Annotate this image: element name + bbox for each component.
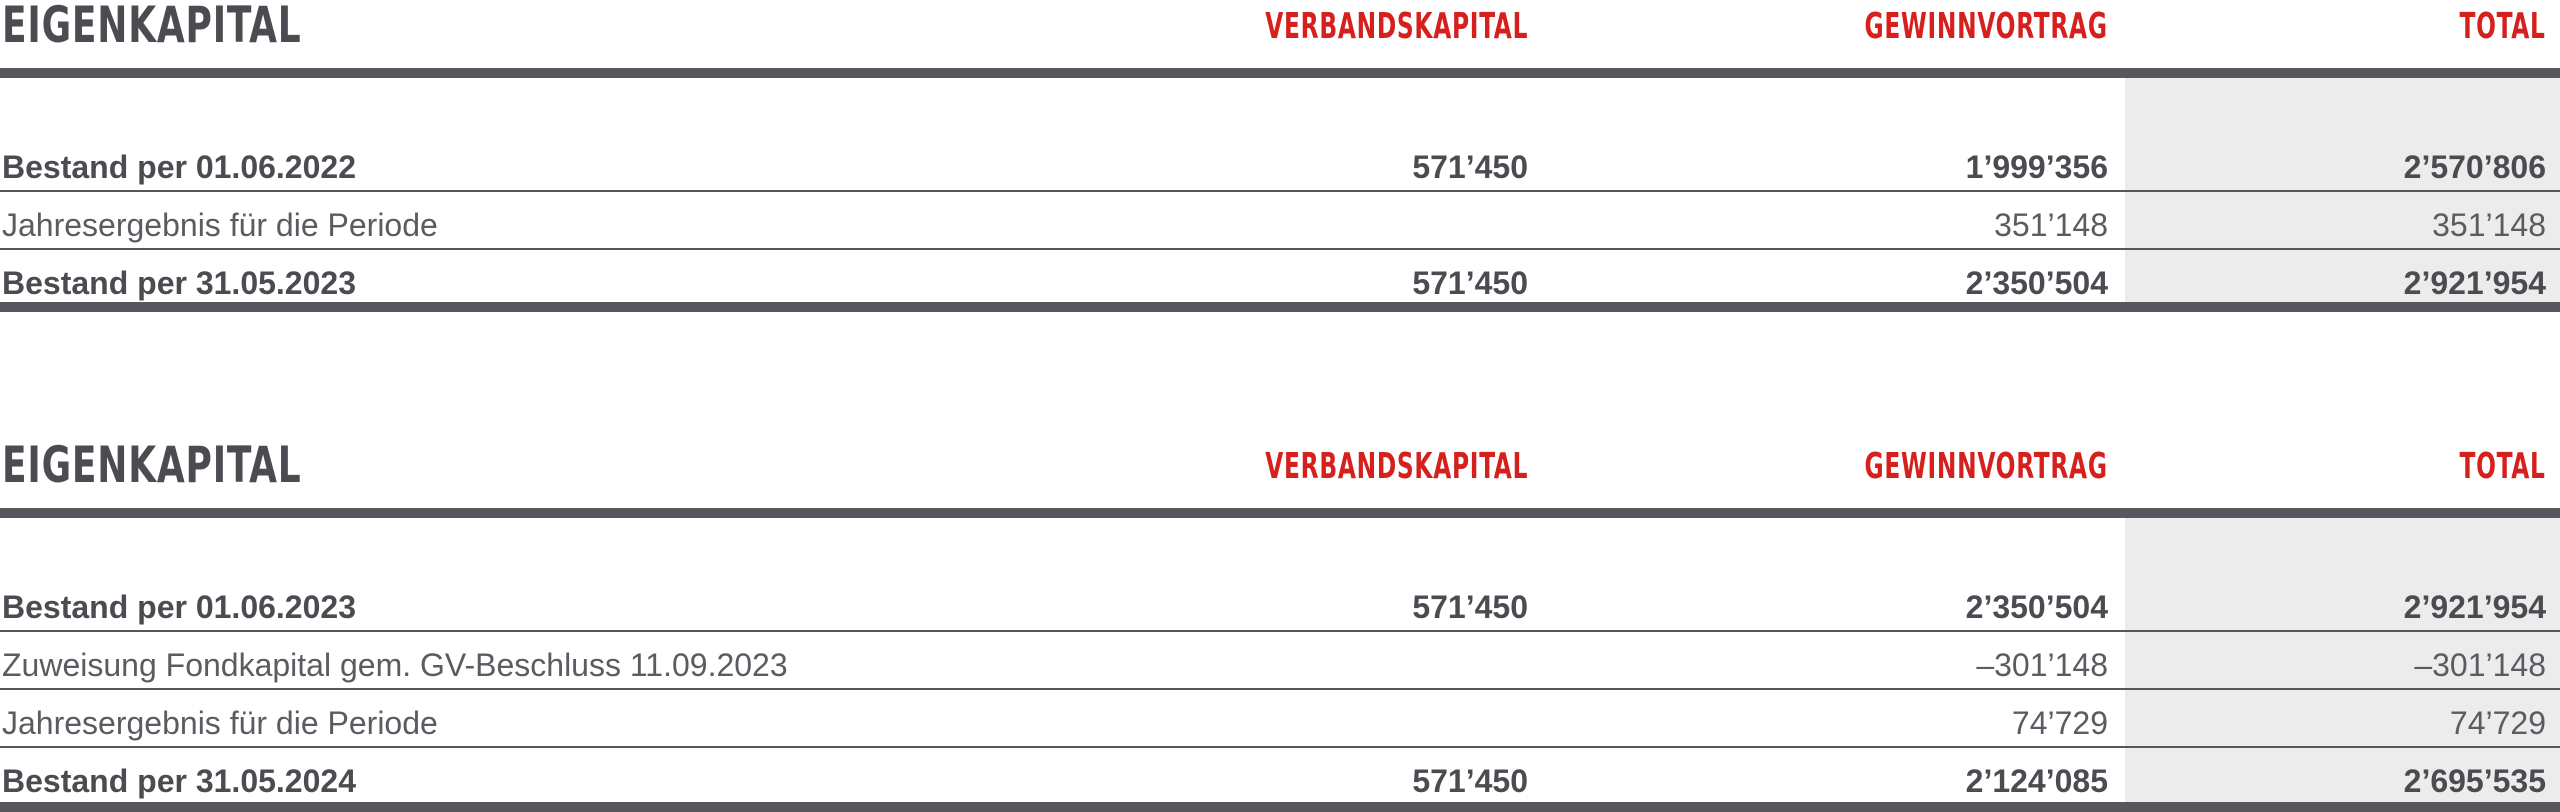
row-label: Zuweisung Fondkapital gem. GV-Beschluss …	[2, 647, 788, 683]
header-rule	[0, 68, 2560, 78]
cell-total: 2’695’535	[2403, 763, 2546, 799]
cell-gewinnvortrag: 2’350’504	[1965, 589, 2108, 625]
cell-verbandskapital: 571’450	[1412, 149, 1528, 185]
equity-table-2024: EIGENKAPITAL VERBANDSKAPITAL GEWINNVORTR…	[0, 436, 2560, 812]
table-row: Jahresergebnis für die Periode 351’148 3…	[0, 194, 2560, 250]
footer-rule	[0, 302, 2560, 312]
cell-total: 74’729	[2449, 705, 2546, 741]
row-divider	[0, 746, 2560, 748]
cell-total: –301’148	[2414, 647, 2546, 683]
row-divider	[0, 630, 2560, 632]
cell-verbandskapital: 571’450	[1412, 265, 1528, 301]
cell-total: 2’921’954	[2403, 265, 2546, 301]
cell-gewinnvortrag: 2’124’085	[1965, 763, 2108, 799]
column-header-total: TOTAL	[2459, 446, 2546, 487]
row-divider	[0, 190, 2560, 192]
header-rule	[0, 508, 2560, 518]
table-title: EIGENKAPITAL	[2, 436, 302, 494]
table-row: Bestand per 01.06.2022 571’450 1’999’356…	[0, 136, 2560, 192]
row-label: Jahresergebnis für die Periode	[2, 705, 438, 741]
cell-gewinnvortrag: 2’350’504	[1965, 265, 2108, 301]
column-header-verbandskapital: VERBANDSKAPITAL	[1265, 6, 1528, 47]
table-row: Bestand per 01.06.2023 571’450 2’350’504…	[0, 576, 2560, 632]
table-row: Jahresergebnis für die Periode 74’729 74…	[0, 692, 2560, 748]
column-header-total: TOTAL	[2459, 6, 2546, 47]
table-row: Bestand per 31.05.2024 571’450 2’124’085…	[0, 750, 2560, 806]
row-divider	[0, 248, 2560, 250]
cell-total: 2’921’954	[2403, 589, 2546, 625]
column-header-gewinnvortrag: GEWINNVORTRAG	[1864, 6, 2108, 47]
cell-gewinnvortrag: 74’729	[2011, 705, 2108, 741]
cell-verbandskapital: 571’450	[1412, 763, 1528, 799]
total-column-shading	[2125, 516, 2560, 812]
column-header-verbandskapital: VERBANDSKAPITAL	[1265, 446, 1528, 487]
table-title: EIGENKAPITAL	[2, 0, 302, 54]
row-label: Bestand per 01.06.2022	[2, 149, 356, 185]
row-label: Jahresergebnis für die Periode	[2, 207, 438, 243]
column-header-gewinnvortrag: GEWINNVORTRAG	[1864, 446, 2108, 487]
table-row: Zuweisung Fondkapital gem. GV-Beschluss …	[0, 634, 2560, 690]
row-label: Bestand per 31.05.2024	[2, 763, 356, 799]
cell-gewinnvortrag: 351’148	[1994, 207, 2108, 243]
cell-total: 2’570’806	[2403, 149, 2546, 185]
cell-gewinnvortrag: 1’999’356	[1965, 149, 2108, 185]
cell-total: 351’148	[2432, 207, 2546, 243]
footer-rule	[0, 802, 2560, 812]
row-label: Bestand per 31.05.2023	[2, 265, 356, 301]
row-label: Bestand per 01.06.2023	[2, 589, 356, 625]
equity-table-2023: EIGENKAPITAL VERBANDSKAPITAL GEWINNVORTR…	[0, 0, 2560, 312]
cell-verbandskapital: 571’450	[1412, 589, 1528, 625]
row-divider	[0, 688, 2560, 690]
cell-gewinnvortrag: –301’148	[1976, 647, 2108, 683]
table-row: Bestand per 31.05.2023 571’450 2’350’504…	[0, 252, 2560, 308]
